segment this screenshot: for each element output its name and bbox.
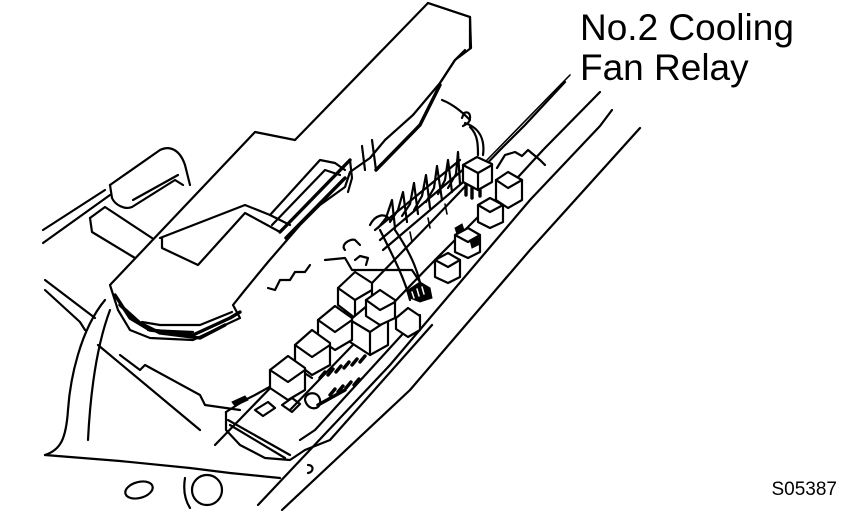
callout-line-2: Fan Relay — [580, 47, 749, 88]
relay-lead-wire — [440, 98, 485, 157]
body-panel-lines — [41, 188, 282, 480]
relay-cluster-upper — [433, 155, 524, 285]
figure-id: S05387 — [771, 479, 837, 500]
callout-line-1: No.2 Cooling — [580, 7, 794, 48]
wire-harness-terminals — [368, 150, 470, 302]
relay-block-cover — [108, 1, 473, 342]
callout-leader-line — [486, 74, 571, 161]
bracket — [88, 147, 192, 260]
relay-cluster-lower — [231, 270, 433, 418]
callout-label: No.2 Cooling Fan Relay — [580, 8, 794, 88]
mounting-holes — [124, 463, 314, 510]
